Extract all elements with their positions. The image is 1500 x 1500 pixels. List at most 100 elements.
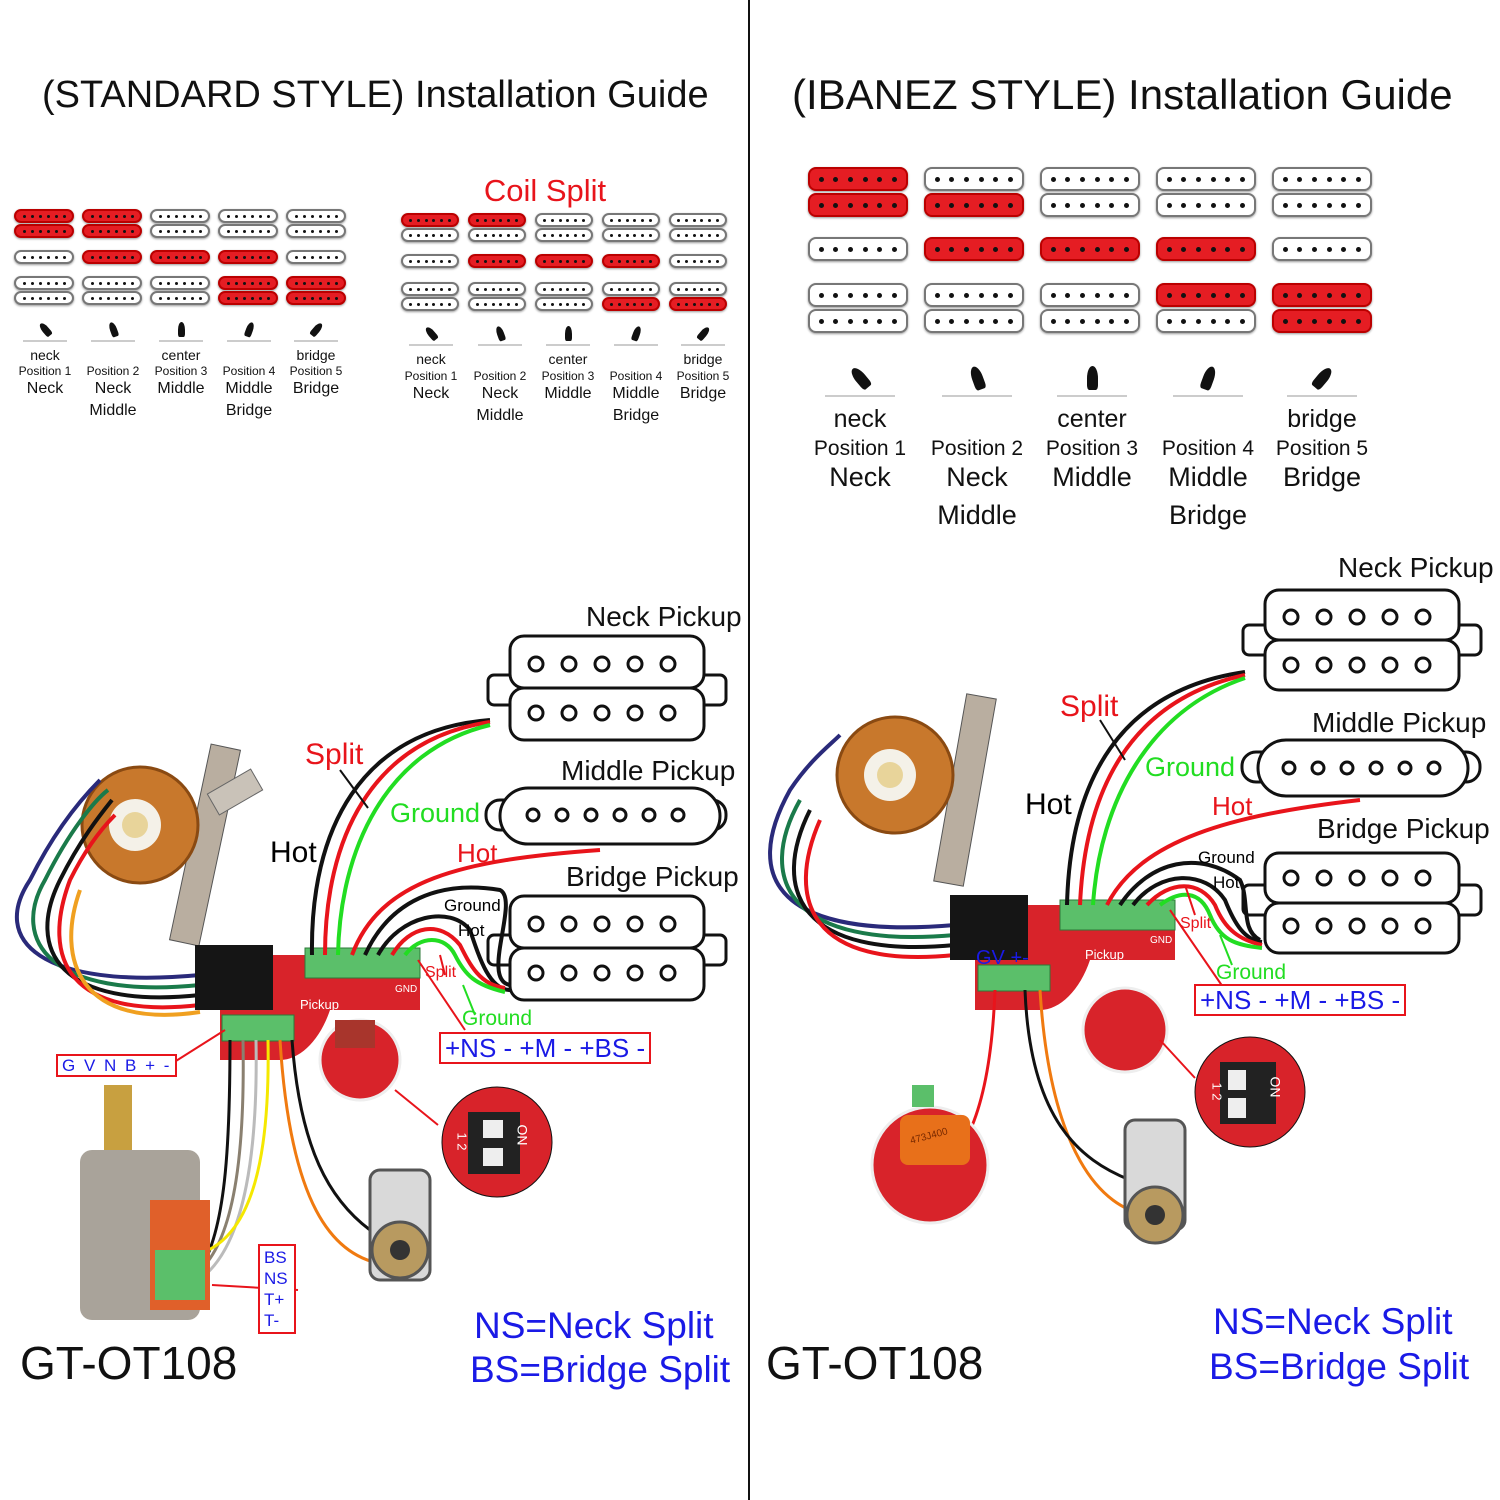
- right-hot-label: Hot: [1025, 788, 1072, 821]
- right-dip-switch-zoom: [1194, 1036, 1306, 1148]
- right-dip-on-text: ON: [1267, 1076, 1284, 1098]
- ibanez-position-4-l2: Bridge: [1168, 500, 1248, 530]
- ibanez-switch-base-4: [1172, 394, 1244, 397]
- ibanez-position-3-l1: Middle: [1052, 462, 1132, 492]
- position-2-middle-coil: [924, 237, 1024, 261]
- ibanez-position-1-pos: Position 1: [813, 437, 907, 460]
- position-3-bridge-bottom-coil: [150, 291, 210, 305]
- left-title: (STANDARD STYLE) Installation Guide: [42, 74, 709, 116]
- position-4-neck-top-coil: [602, 213, 660, 227]
- ibanez-position-5-l1: Bridge: [1282, 462, 1362, 492]
- position-5-neck-bottom-coil: [1272, 193, 1372, 217]
- right-tone-pot: [870, 1085, 990, 1225]
- right-gv-label: GV +-: [976, 947, 1029, 969]
- center-divider: [748, 0, 750, 1500]
- split-switch-base-2: [477, 344, 523, 347]
- right-small-hot-label: Hot: [1213, 873, 1240, 892]
- split-switch-lever-icon-3: [564, 326, 572, 342]
- position-2-neck-bottom-coil: [82, 224, 142, 238]
- right-bridge-pickup-label: Bridge Pickup: [1317, 813, 1490, 844]
- standard-position-1-l1: Neck: [26, 380, 64, 397]
- left-bridge-pickup-label: Bridge Pickup: [566, 861, 739, 892]
- ibanez-position-1-top: neck: [833, 405, 887, 433]
- position-5-neck-top-coil: [1272, 167, 1372, 191]
- standard-position-5-pos: Position 5: [289, 364, 343, 378]
- ibanez-position-1-l1: Neck: [829, 462, 891, 492]
- position-5-neck-bottom-coil: [286, 224, 346, 238]
- standard-position-2-pos: Position 2: [86, 364, 140, 378]
- left-split-label: Split: [305, 738, 364, 771]
- ibanez-position-4-pos: Position 4: [1161, 437, 1255, 460]
- pot-label-tminus: T-: [264, 1311, 280, 1330]
- right-pole-pieces: [1281, 608, 1442, 935]
- left-model-label: GT-OT108: [20, 1337, 238, 1389]
- left-switch-wires: [14, 778, 201, 1017]
- position-3-middle-coil: [535, 254, 593, 268]
- position-5-neck-bottom-coil: [669, 228, 727, 242]
- position-4-bridge-bottom-coil: [602, 297, 660, 311]
- left-legend-ns: NS=Neck Split: [474, 1305, 714, 1346]
- position-3-neck-bottom-coil: [1040, 193, 1140, 217]
- standard-position-4-pos: Position 4: [222, 364, 276, 378]
- position-1-neck-top-coil: [401, 213, 459, 227]
- position-2-middle-coil: [82, 250, 142, 264]
- right-legend-ns: NS=Neck Split: [1213, 1301, 1453, 1342]
- position-4-neck-bottom-coil: [602, 228, 660, 242]
- left-small-split-label: Split: [425, 964, 457, 981]
- right-board-pickup-text: Pickup: [1085, 947, 1125, 962]
- right-neck-pickup: [1241, 588, 1483, 692]
- right-neck-pickup-label: Neck Pickup: [1338, 552, 1494, 583]
- right-middle-pickup-label: Middle Pickup: [1312, 707, 1487, 738]
- position-3-bridge-top-coil: [1040, 283, 1140, 307]
- standard-switch-base-4: [226, 340, 272, 343]
- position-4-middle-coil: [602, 254, 660, 268]
- ibanez-position-2-l2: Middle: [937, 500, 1017, 530]
- right-small-split-label: Split: [1180, 915, 1212, 932]
- standard-position-1-top: neck: [30, 347, 60, 363]
- right-hot-red-label: Hot: [1212, 791, 1253, 821]
- position-1-bridge-bottom-coil: [808, 309, 908, 333]
- pot-label-bs: BS: [264, 1248, 287, 1267]
- standard-switch-base-5: [293, 340, 339, 343]
- position-1-bridge-top-coil: [14, 276, 74, 290]
- position-1-bridge-bottom-coil: [401, 297, 459, 311]
- position-3-neck-top-coil: [535, 213, 593, 227]
- position-1-neck-top-coil: [808, 167, 908, 191]
- split-position-2-l1: Neck: [481, 385, 519, 402]
- position-4-middle-coil: [1156, 237, 1256, 261]
- left-push-pull-pot: [80, 1085, 210, 1320]
- position-1-neck-bottom-coil: [401, 228, 459, 242]
- split-position-5-pos: Position 5: [676, 369, 730, 383]
- right-ground-label: Ground: [1145, 752, 1236, 782]
- right-5way-switch: [835, 693, 997, 887]
- position-3-neck-bottom-coil: [535, 228, 593, 242]
- split-position-5-top: bridge: [683, 351, 723, 367]
- right-switch-wires: [768, 733, 956, 959]
- position-5-middle-coil: [286, 250, 346, 264]
- right-pointers: [1099, 719, 1233, 1079]
- left-hot-red-label: Hot: [457, 838, 498, 868]
- split-position-3-l1: Middle: [544, 385, 592, 402]
- ibanez-switch-base-5: [1286, 394, 1358, 397]
- standard-switch-lever-icon-3: [177, 322, 185, 338]
- ibanez-switch-lever-icon-3: [1086, 366, 1098, 391]
- left-neck-pickup: [486, 634, 728, 742]
- position-5-middle-coil: [669, 254, 727, 268]
- standard-position-3-pos: Position 3: [154, 364, 208, 378]
- split-position-2-l2: Middle: [476, 407, 524, 424]
- split-switch-base-1: [408, 344, 454, 347]
- position-2-bridge-bottom-coil: [468, 297, 526, 311]
- ibanez-position-2-l1: Neck: [946, 462, 1008, 492]
- left-pole-pieces: [525, 655, 686, 982]
- ibanez-position-5-pos: Position 5: [1275, 437, 1369, 460]
- left-middle-pickup-label: Middle Pickup: [561, 755, 736, 786]
- position-4-neck-bottom-coil: [1156, 193, 1256, 217]
- position-3-neck-bottom-coil: [150, 224, 210, 238]
- standard-switch-base-1: [22, 340, 68, 343]
- split-position-1-l1: Neck: [412, 385, 450, 402]
- right-small-ground2-label: Ground: [1216, 961, 1287, 984]
- split-position-3-top: center: [548, 351, 588, 367]
- left-board-pickup-text: Pickup: [300, 997, 340, 1012]
- standard-position-1-pos: Position 1: [18, 364, 72, 378]
- position-2-neck-bottom-coil: [924, 193, 1024, 217]
